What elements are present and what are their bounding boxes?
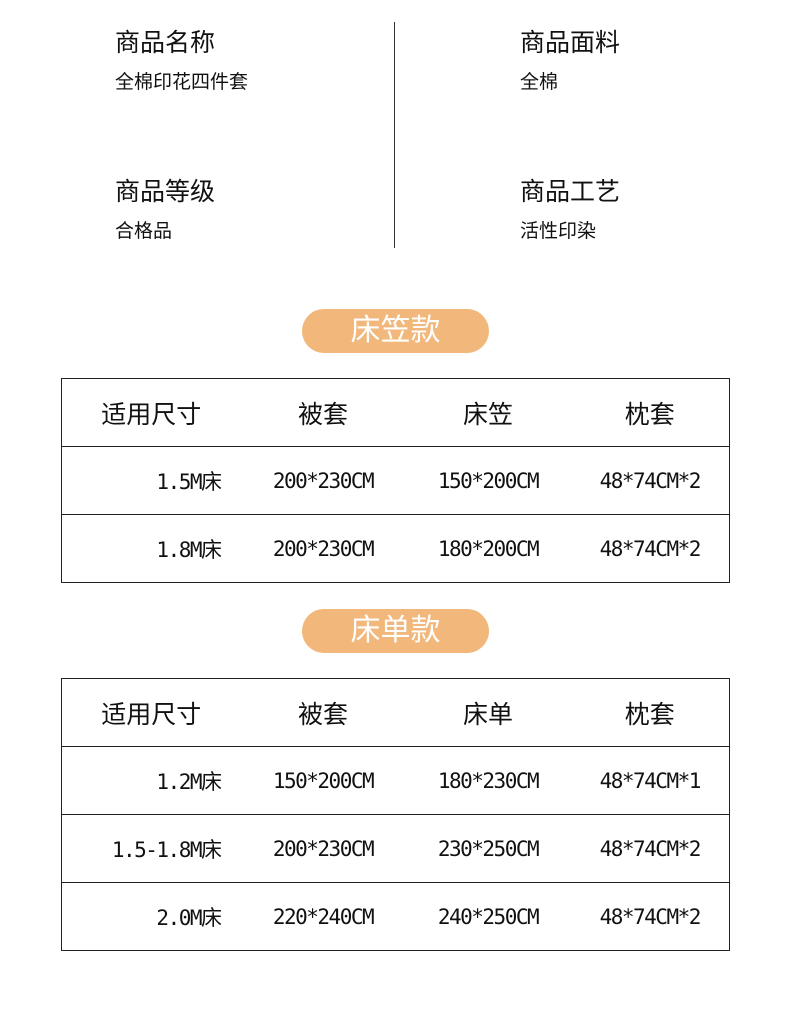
cell: 48*74CM*2 [570,514,730,583]
cell: 150*200CM [405,446,571,515]
cell: 1.2M床 [61,746,241,815]
cell: 230*250CM [405,814,571,883]
attr-grade: 商品等级 合格品 [115,177,215,243]
header-cell: 枕套 [570,678,730,747]
cell: 2.0M床 [61,882,241,951]
table-row: 2.0M床 220*240CM 240*250CM 48*74CM*2 [61,882,730,951]
header-cell: 枕套 [570,378,730,447]
attr-title: 商品面料 [520,28,621,57]
header-cell: 适用尺寸 [61,378,241,447]
cell: 150*200CM [240,746,406,815]
header-cell: 被套 [240,678,406,747]
cell: 180*200CM [405,514,571,583]
attr-value: 全棉 [520,71,559,93]
table-row: 1.8M床 200*230CM 180*200CM 48*74CM*2 [61,514,730,583]
attr-fabric: 商品面料 全棉 [520,28,620,94]
sheet-size-table: 适用尺寸 被套 床单 枕套 1.2M床 150*200CM 180*230CM … [61,678,730,951]
cell: 180*230CM [405,746,571,815]
header-cell: 床笠 [405,378,571,447]
cell: 48*74CM*2 [570,814,730,883]
fitted-section-label: 床笠款 [302,309,489,353]
attr-value: 活性印染 [520,220,597,242]
sheet-section-label: 床单款 [302,609,489,653]
attr-value: 全棉印花四件套 [115,71,249,93]
header-cell: 被套 [240,378,406,447]
cell: 200*230CM [240,514,406,583]
attr-title: 商品等级 [115,177,216,206]
divider [394,22,395,248]
cell: 1.5-1.8M床 [61,814,241,883]
table-header: 适用尺寸 被套 床单 枕套 [61,678,730,747]
cell: 1.5M床 [61,446,241,515]
table-row: 1.2M床 150*200CM 180*230CM 48*74CM*1 [61,746,730,815]
table-row: 1.5M床 200*230CM 150*200CM 48*74CM*2 [61,446,730,515]
cell: 48*74CM*2 [570,882,730,951]
attr-title: 商品工艺 [520,177,621,206]
attr-craft: 商品工艺 活性印染 [520,177,620,243]
cell: 220*240CM [240,882,406,951]
table-header: 适用尺寸 被套 床笠 枕套 [61,378,730,447]
cell: 240*250CM [405,882,571,951]
attr-value: 合格品 [115,220,173,242]
cell: 1.8M床 [61,514,241,583]
cell: 48*74CM*1 [570,746,730,815]
cell: 200*230CM [240,814,406,883]
attr-product-name: 商品名称 全棉印花四件套 [115,28,248,94]
fitted-size-table: 适用尺寸 被套 床笠 枕套 1.5M床 200*230CM 150*200CM … [61,378,730,583]
table-row: 1.5-1.8M床 200*230CM 230*250CM 48*74CM*2 [61,814,730,883]
cell: 200*230CM [240,446,406,515]
header-cell: 床单 [405,678,571,747]
cell: 48*74CM*2 [570,446,730,515]
attr-title: 商品名称 [115,28,216,57]
header-cell: 适用尺寸 [61,678,241,747]
